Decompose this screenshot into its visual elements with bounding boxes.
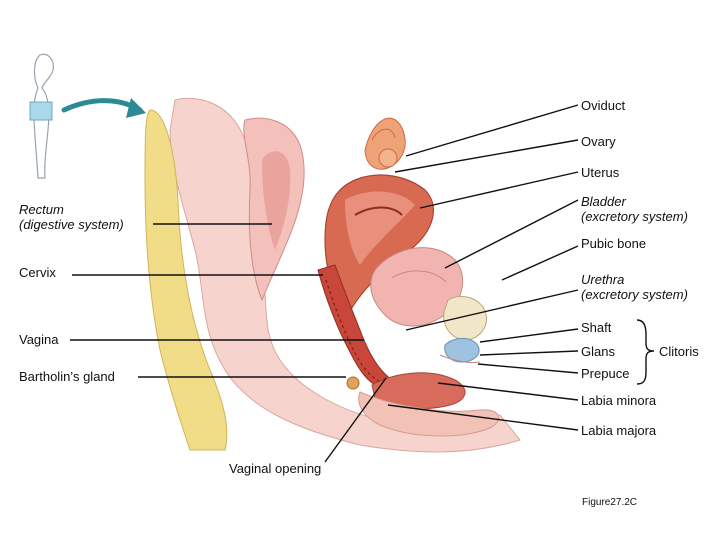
label-bartholins-gland: Bartholin’s gland [19, 369, 115, 384]
label-rectum-system: (digestive system) [19, 217, 124, 232]
label-urethra: Urethra [581, 272, 625, 287]
label-pubic-bone: Pubic bone [581, 236, 647, 251]
leader-line-oviduct [405, 104, 579, 157]
orientation-arrow-head [126, 98, 146, 118]
leader-line-labia-majora [387, 404, 579, 431]
body-section [144, 97, 521, 453]
leader-line-shaft [479, 328, 579, 343]
label-vaginal-opening: Vaginal opening [229, 461, 322, 476]
leader-line-uterus [419, 171, 579, 209]
figure-caption: Figure27.2C [582, 497, 638, 508]
label-oviduct: Oviduct [581, 98, 626, 113]
orientation-figure [29, 53, 54, 179]
label-prepuce: Prepuce [581, 366, 630, 381]
clitoris-shape [439, 337, 481, 363]
leader-line-prepuce [477, 363, 579, 374]
leader-line-urethra [405, 289, 579, 331]
label-labia-minora: Labia minora [581, 393, 657, 408]
label-bladder: Bladder [581, 194, 626, 209]
label-labia-majora: Labia majora [581, 423, 657, 438]
uterus-shape [324, 174, 434, 322]
leader-line-labia-minora [437, 382, 579, 401]
label-rectum: Rectum [19, 202, 64, 217]
label-uterus: Uterus [581, 165, 620, 180]
pubic-bone-shape [443, 296, 487, 341]
leader-line-ovary [394, 139, 579, 173]
label-vagina: Vagina [19, 332, 59, 347]
label-glans: Glans [581, 344, 615, 359]
oviduct-ovary [364, 117, 406, 170]
leader-line-bladder [444, 199, 579, 269]
leader-line-glans [479, 350, 579, 356]
label-urethra-system: (excretory system) [581, 287, 688, 302]
label-cervix: Cervix [19, 265, 56, 280]
label-bladder-system: (excretory system) [581, 209, 688, 224]
clitoris-bracket [636, 319, 655, 385]
leader-line-vaginal-opening [324, 377, 387, 463]
label-clitoris: Clitoris [659, 344, 699, 359]
labia-shape [346, 372, 500, 437]
leader-line-pubic-bone [501, 245, 579, 281]
label-shaft: Shaft [581, 320, 612, 335]
label-ovary: Ovary [581, 134, 616, 149]
